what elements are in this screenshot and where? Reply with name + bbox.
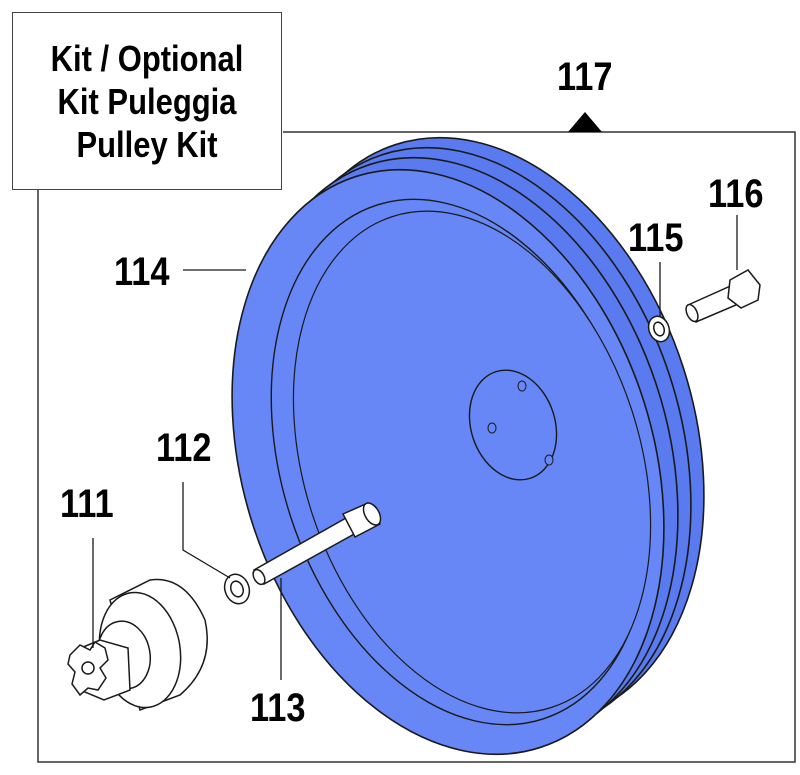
callout-111: 111 (60, 482, 114, 526)
pulley-icon (231, 136, 705, 756)
hub-adapter-icon (67, 578, 208, 711)
small-washer-icon (647, 315, 671, 343)
callout-116: 116 (708, 172, 764, 216)
callout-112: 112 (156, 426, 212, 470)
kit-marker-triangle (568, 112, 602, 132)
kit-label-line-1: Kit / Optional (50, 37, 244, 79)
kit-label-box: Kit / Optional Kit Puleggia Pulley Kit (12, 12, 282, 190)
callout-114: 114 (114, 250, 170, 294)
callout-113: 113 (250, 686, 306, 730)
short-bolt-icon (685, 269, 761, 323)
callout-115: 115 (628, 216, 684, 260)
kit-label-line-3: Pulley Kit (76, 123, 218, 165)
kit-label-line-2: Kit Puleggia (57, 80, 237, 122)
long-bolt-icon (252, 502, 382, 586)
callout-117: 117 (557, 55, 613, 99)
leader-lines (92, 215, 738, 680)
washer-icon (223, 573, 251, 605)
kit-frame (37, 131, 796, 763)
